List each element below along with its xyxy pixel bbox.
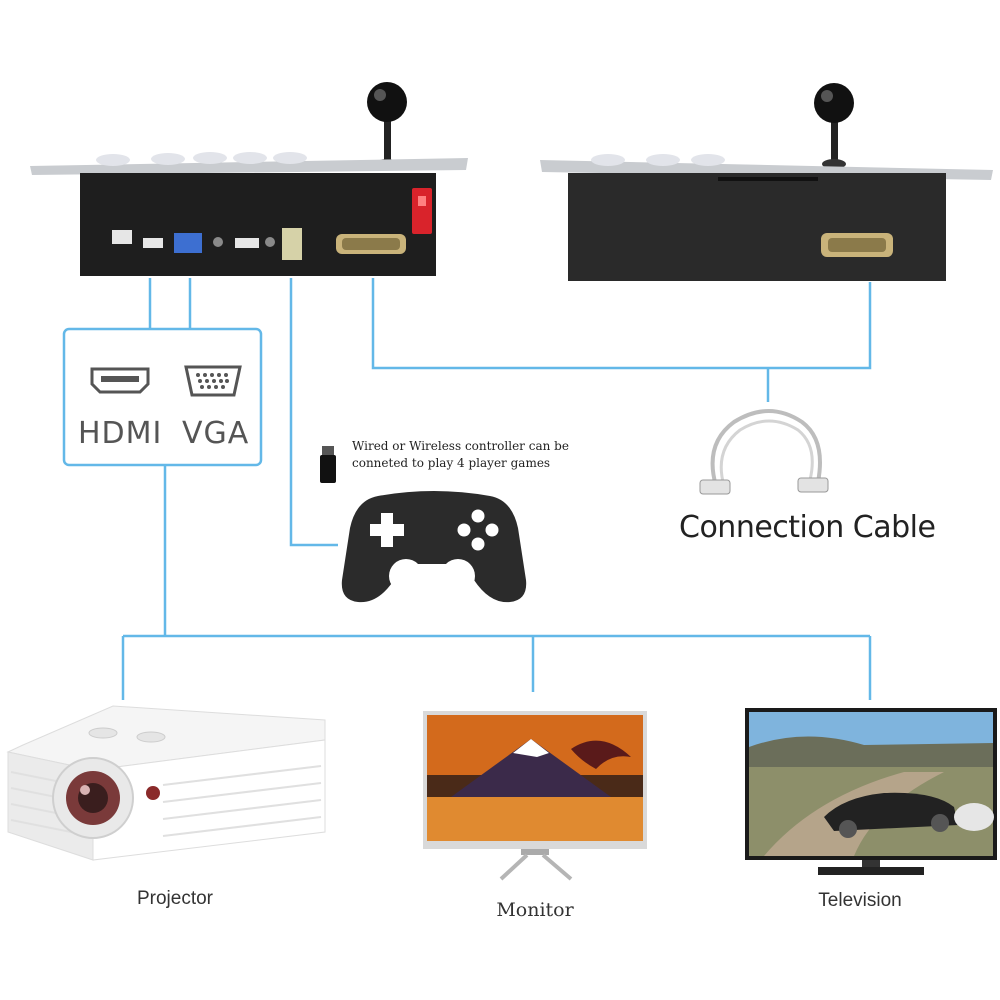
- monitor-image: [423, 711, 647, 881]
- controller-note-line-1: Wired or Wireless controller can be: [352, 439, 569, 453]
- joystick-icon: [367, 82, 407, 170]
- hdmi-port-icon: [90, 367, 150, 394]
- db15-connector-icon: [821, 233, 893, 257]
- monitor-label: Monitor: [496, 899, 574, 921]
- controller-note-line-2: conneted to play 4 player games: [352, 456, 551, 470]
- hdmi-label: HDMI: [78, 416, 163, 451]
- controller-note: Wired or Wireless controller can be conn…: [352, 438, 569, 472]
- joystick-icon: [814, 83, 854, 170]
- usb-dongle-icon: [320, 446, 336, 483]
- television-image: [745, 708, 997, 875]
- vga-label: VGA: [182, 416, 250, 451]
- right-arcade-console: [540, 83, 993, 281]
- television-label: Television: [818, 890, 902, 911]
- projector-label: Projector: [136, 888, 214, 909]
- vga-port-icon: [184, 365, 242, 397]
- connection-cable-label: Connection Cable: [679, 510, 936, 545]
- projector-image: [6, 705, 326, 861]
- cable-icon: [699, 409, 829, 495]
- gamepad-icon: [341, 491, 527, 603]
- left-arcade-console: [30, 82, 468, 276]
